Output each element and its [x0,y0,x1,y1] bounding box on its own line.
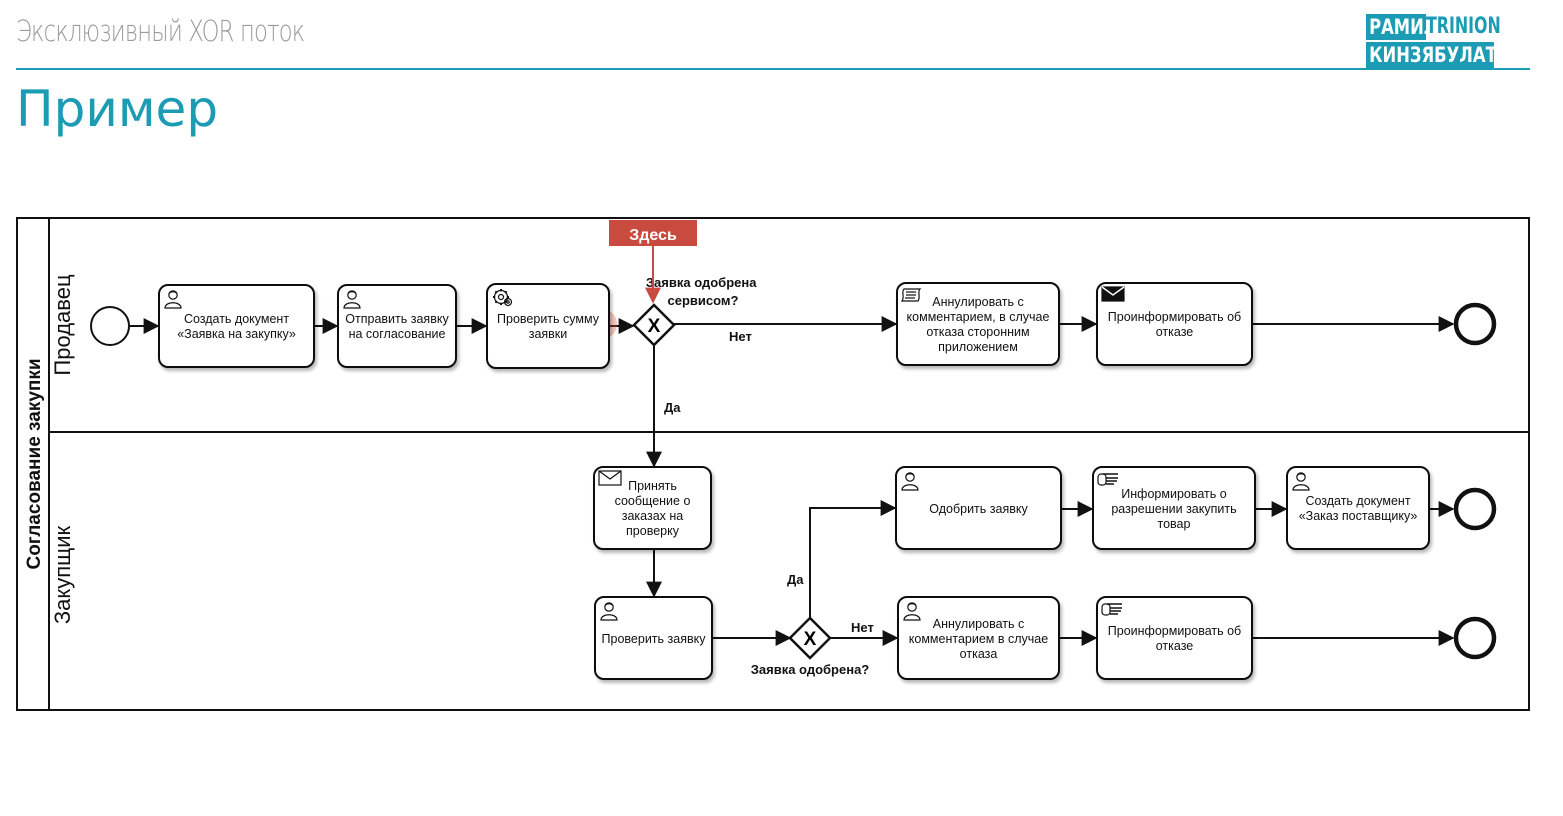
task-box [1092,466,1256,550]
end-event-1 [1453,302,1497,346]
envelope-icon [598,470,622,486]
flow-label-g1-no: Нет [729,329,752,344]
svg-text:X: X [804,629,817,650]
task-label: Отправить заявку на согласование [345,312,449,341]
slide-subtitle: Эксклюзивный XOR поток [16,14,305,48]
flow-labels: Нет Да Да Нет [664,329,874,635]
task-label: Создать документ «Заказ поставщику» [1298,494,1418,523]
logo-line1-b: TRINION [1426,14,1501,40]
lane-label-seller: Продавец [50,274,75,376]
gateway-g2-label: Заявка одобрена? [751,662,870,677]
user-icon [901,472,919,491]
flow-label-g2-no: Нет [851,620,874,635]
lane-label-buyer: Закупщик [50,525,75,624]
user-icon [903,602,921,621]
events [90,302,1497,660]
task-box [896,282,1060,366]
start-event [90,306,130,346]
slide-title: Пример [16,80,219,138]
task-t6: Принять сообщение о заказах на проверку [593,466,712,550]
envelope-filled-icon [1101,286,1125,302]
task-t10: Создать документ «Заказ поставщику» [1286,466,1430,550]
logo-line2: КИНЗЯБУЛАТОВ [1366,42,1494,68]
here-marker-label: Здесь [629,227,677,244]
task-label: Одобрить заявку [929,501,1028,516]
gateways: X X Заявка одобрена сервисом? Заявка одо… [632,275,870,677]
pool-border [16,217,1530,711]
task-box [897,596,1060,680]
task-t4: Аннулировать с комментарием, в случае от… [896,282,1060,366]
end-event-3 [1453,616,1497,660]
task-label: Принять сообщение о заказах на проверку [614,479,691,538]
gateway-g1: X [632,303,676,347]
task-t1: Создать документ «Заявка на закупку» [158,284,315,368]
task-t11: Аннулировать с комментарием в случае отк… [897,596,1060,680]
task-label: Аннулировать с комментарием, в случае от… [906,295,1050,354]
hand-icon [1101,603,1122,616]
hand-icon [1097,473,1118,486]
task-box [895,466,1062,550]
script-icon [900,288,922,302]
user-icon [343,290,361,309]
here-marker-box [609,220,697,246]
user-icon [600,602,618,621]
pool-label: Согласование закупки [24,358,45,569]
task-box [486,283,610,369]
task-box [1096,596,1253,680]
task-label: Проинформировать об отказе [1107,310,1242,339]
task-label: Аннулировать с комментарием в случае отк… [908,616,1049,661]
flow-g2-t8 [809,500,897,618]
task-t9: Информировать о разрешении закупить това… [1092,466,1256,550]
task-label: Проверить заявку [601,631,706,646]
task-label: Проверить сумму заявки [497,312,599,341]
task-box [1096,282,1253,366]
svg-text:X: X [648,316,661,337]
tasks: Создать документ «Заявка на закупку» Отпр… [158,282,1430,680]
end-event-2 [1453,487,1497,531]
task-label: Создать документ «Заявка на закупку» [177,312,296,341]
task-t8: Одобрить заявку [895,466,1062,550]
header-divider [16,68,1530,70]
gear-icon [493,289,513,307]
flow-label-g1-yes: Да [664,400,681,415]
task-t5: Проинформировать об отказе [1096,282,1253,366]
task-t2: Отправить заявку на согласование [337,284,457,368]
user-icon [1292,472,1310,491]
task-box [1286,466,1430,550]
gateway-g1-label: Заявка одобрена сервисом? [646,275,760,308]
sequence-flows [129,316,1455,646]
pool: Согласование закупки Продавец Закупщик [16,217,1530,711]
task-box [158,284,315,368]
task-box [593,466,712,550]
logo-line1: РАМИЛЬ [1366,14,1431,40]
user-icon [164,290,182,309]
task-t7: Проверить заявку [594,596,713,680]
flow-label-g2-yes: Да [787,572,804,587]
task-t12: Проинформировать об отказе [1096,596,1253,680]
task-box [337,284,457,368]
brand-logo: РАМИЛЬ TRINION КИНЗЯБУЛАТОВ [1366,14,1530,68]
gateway-g2: X [788,616,832,660]
task-t3: Проверить сумму заявки [486,283,610,369]
task-label: Информировать о разрешении закупить това… [1111,486,1237,531]
task-label: Проинформировать об отказе [1107,624,1242,653]
task-box [594,596,713,680]
